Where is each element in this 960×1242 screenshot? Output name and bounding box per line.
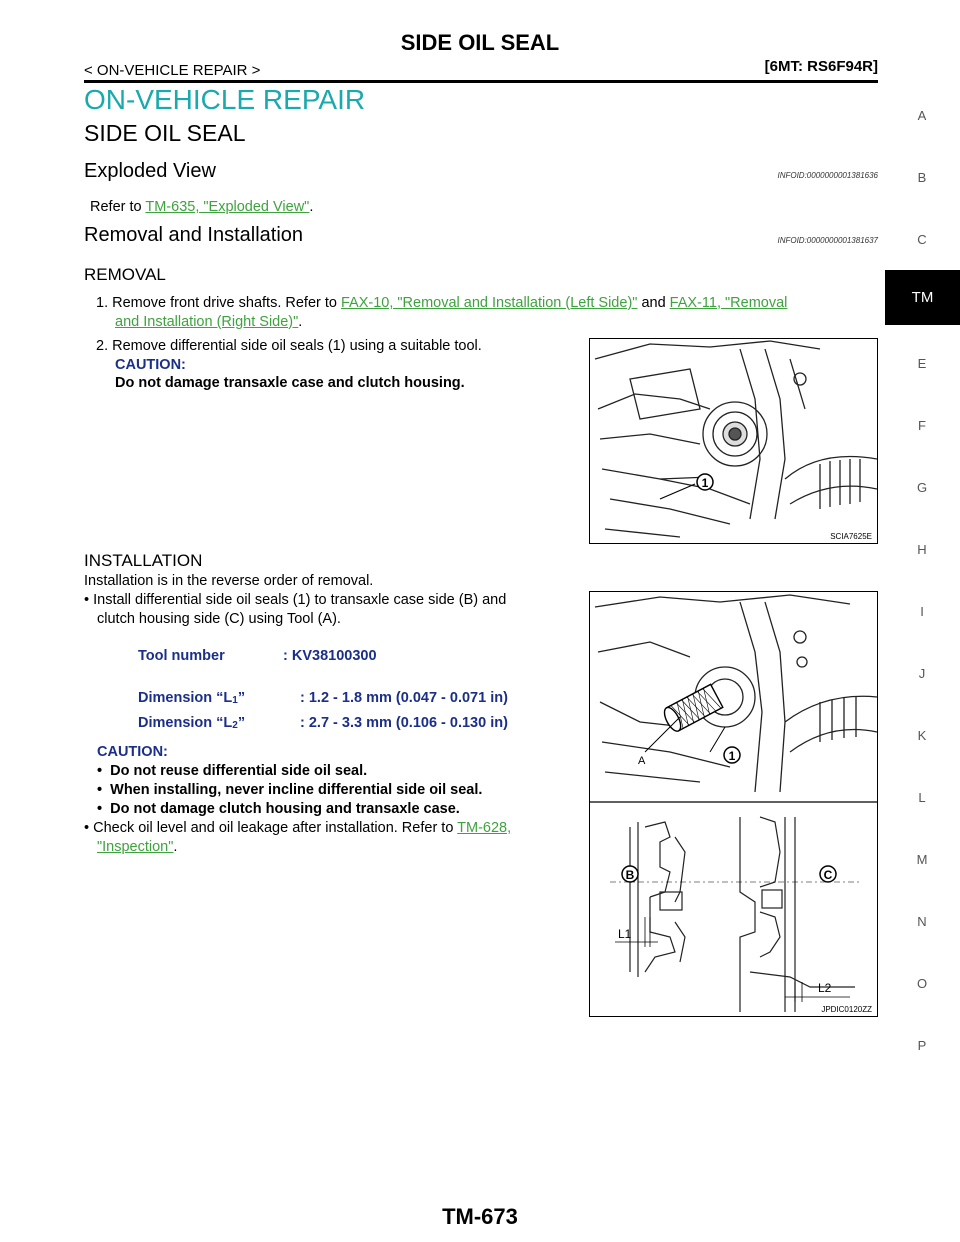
installation-caution-label: CAUTION:	[97, 744, 168, 760]
index-c[interactable]: C	[917, 232, 927, 247]
index-a[interactable]: A	[917, 108, 927, 123]
installation-caution-list: • Do not reuse differential side oil sea…	[97, 762, 482, 819]
dimension-l1-label: Dimension “L1”	[138, 689, 245, 710]
installation-bullet-1: • Install differential side oil seals (1…	[84, 592, 507, 608]
link-fax-11-cont[interactable]: and Installation (Right Side)"	[115, 314, 299, 330]
index-tm-active[interactable]: TM	[885, 270, 960, 325]
label-c: C	[824, 868, 833, 882]
step1-and: and	[637, 295, 670, 311]
tool-number-value: : KV38100300	[283, 648, 377, 664]
model-code: [6MT: RS6F94R]	[764, 58, 878, 75]
dim1-close: ”	[237, 690, 246, 706]
step1-text: 1. Remove front drive shafts. Refer to	[96, 295, 341, 311]
exploded-text-prefix: Refer to	[90, 199, 146, 215]
caution-item: • Do not damage clutch housing and trans…	[97, 801, 460, 817]
tool-number-label: Tool number	[138, 648, 225, 664]
index-k[interactable]: K	[917, 728, 927, 743]
figure-side-oil-seal-installation: A 1 B C	[589, 591, 878, 1017]
dim1-sub: 1	[232, 695, 238, 706]
label-l1: L1	[618, 927, 632, 941]
index-l[interactable]: L	[918, 790, 926, 805]
index-o[interactable]: O	[916, 976, 928, 991]
index-f[interactable]: F	[918, 418, 926, 433]
dimension-l2-value: : 2.7 - 3.3 mm (0.106 - 0.130 in)	[300, 715, 508, 731]
link-fax-10[interactable]: FAX-10, "Removal and Installation (Left …	[341, 295, 638, 311]
link-tm-635[interactable]: TM-635, "Exploded View"	[145, 199, 310, 215]
index-p[interactable]: P	[917, 1038, 927, 1053]
svg-text:1: 1	[702, 476, 709, 490]
index-h[interactable]: H	[917, 542, 927, 557]
dimension-l2-label: Dimension “L2”	[138, 714, 245, 735]
removal-installation-heading: Removal and Installation	[84, 224, 304, 246]
figure-code-scia7625e: SCIA7625E	[830, 532, 872, 541]
installation-bullet-1-cont: clutch housing side (C) using Tool (A).	[97, 611, 341, 627]
exploded-infoid: INFOID:0000000001381636	[777, 171, 878, 180]
index-n[interactable]: N	[917, 914, 927, 929]
link-fax-11[interactable]: FAX-11, "Removal	[669, 295, 788, 311]
index-e[interactable]: E	[917, 356, 927, 371]
dimension-l1-value: : 1.2 - 1.8 mm (0.047 - 0.071 in)	[300, 690, 508, 706]
caution-item-text: When installing, never incline different…	[110, 782, 483, 798]
page-number: TM-673	[442, 1204, 518, 1229]
removal-caution-label: CAUTION:	[115, 357, 186, 373]
installation-heading: INSTALLATION	[84, 551, 203, 570]
bullet2-suffix: .	[173, 839, 178, 855]
page-title: SIDE OIL SEAL	[400, 30, 560, 55]
index-m[interactable]: M	[916, 852, 928, 867]
caution-item-text: Do not damage clutch housing and transax…	[110, 801, 460, 817]
bullet2-text: • Check oil level and oil leakage after …	[84, 820, 458, 836]
dim1-text: Dimension “L	[138, 690, 233, 706]
removal-step-1: 1. Remove front drive shafts. Refer to F…	[96, 294, 886, 313]
exploded-text-suffix: .	[309, 199, 314, 215]
exploded-view-heading: Exploded View	[84, 160, 216, 182]
caution-item-text: Do not reuse differential side oil seal.	[110, 763, 368, 779]
breadcrumb: < ON-VEHICLE REPAIR >	[84, 62, 261, 79]
removal-infoid: INFOID:0000000001381637	[777, 236, 878, 245]
dim2-text: Dimension “L	[138, 715, 233, 731]
label-a: A	[638, 755, 646, 767]
index-b[interactable]: B	[917, 170, 927, 185]
link-inspection[interactable]: "Inspection"	[97, 839, 174, 855]
step1-suffix: .	[298, 314, 303, 330]
label-1: 1	[729, 749, 736, 763]
removal-caution-text: Do not damage transaxle case and clutch …	[115, 375, 465, 391]
dim2-close: ”	[237, 715, 246, 731]
installation-illustration: A 1 B C	[590, 594, 878, 1014]
index-i[interactable]: I	[920, 604, 924, 619]
removal-heading: REMOVAL	[84, 265, 166, 284]
removal-step-2: 2. Remove differential side oil seals (1…	[96, 338, 482, 354]
figure-code-jpdic0120zz: JPDIC0120ZZ	[821, 1005, 872, 1014]
removal-illustration: 1 SCIA7625E	[594, 340, 878, 541]
label-l2: L2	[818, 981, 832, 995]
label-b: B	[626, 868, 635, 882]
link-tm-628[interactable]: TM-628,	[457, 820, 512, 836]
index-g[interactable]: G	[916, 480, 928, 495]
section-heading: ON-VEHICLE REPAIR	[84, 84, 366, 115]
subsection-heading: SIDE OIL SEAL	[84, 120, 246, 146]
header-rule	[84, 80, 878, 83]
caution-item: • Do not reuse differential side oil sea…	[97, 763, 368, 779]
installation-intro: Installation is in the reverse order of …	[84, 573, 374, 589]
exploded-text: Refer to TM-635, "Exploded View".	[90, 198, 313, 217]
installation-bullet-2: • Check oil level and oil leakage after …	[84, 819, 511, 838]
removal-step-1-cont: and Installation (Right Side)".	[115, 313, 302, 332]
caution-item: • When installing, never incline differe…	[97, 782, 483, 798]
figure-side-oil-seal-removal: 1 SCIA7625E	[589, 338, 878, 544]
installation-bullet-2-cont: "Inspection".	[97, 838, 177, 857]
index-j[interactable]: J	[918, 666, 926, 681]
dim2-sub: 2	[232, 720, 238, 731]
